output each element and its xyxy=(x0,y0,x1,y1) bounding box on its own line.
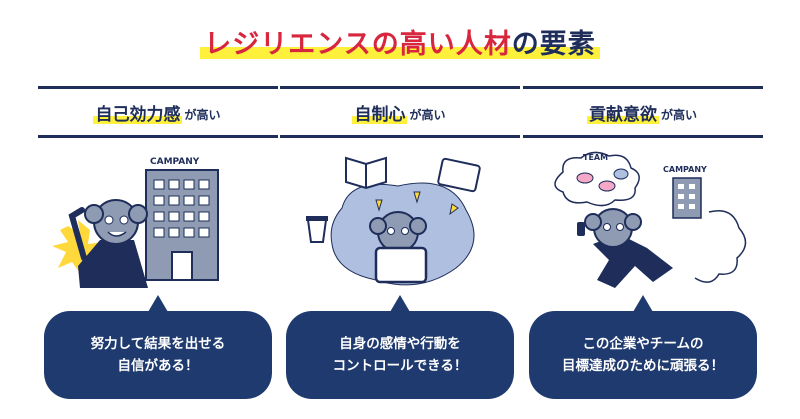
title-part-red: レジリエンスの高い人材 xyxy=(204,29,512,60)
title-highlight xyxy=(200,47,600,59)
heading-highlight xyxy=(93,115,183,124)
column-self-efficacy: 自己効力感 が高い CAMPANY xyxy=(38,86,278,416)
monitor-icon xyxy=(437,157,481,193)
title-part-navy: の要素 xyxy=(511,29,596,60)
heading-highlight xyxy=(586,115,659,124)
illustration-building-mascot: CAMPANY xyxy=(52,157,219,288)
page-title: レジリエンスの高い人材の要素 xyxy=(200,22,600,61)
coffee-cup-icon xyxy=(306,216,328,243)
heading-text: 自制心 xyxy=(354,104,406,125)
bubble-line-1: 努力して結果を出せる xyxy=(90,336,226,352)
speech-bubble: 努力して結果を出せる 自信がある！ xyxy=(44,295,272,399)
column-self-control: 自制心 が高い xyxy=(280,86,520,416)
column-heading: 貢献意欲 が高い xyxy=(523,86,763,138)
bubble-line-2: 目標達成のために頑張る！ xyxy=(562,358,724,374)
mascot-icon xyxy=(369,211,428,284)
column-contribution: 貢献意欲 が高い TEAM CAMPANY xyxy=(523,86,763,416)
building-sign: CAMPANY xyxy=(150,157,200,167)
thought-cloud xyxy=(554,151,640,207)
bubble-line-1: 自身の感情や行動を xyxy=(339,336,461,352)
column-heading: 自制心 が高い xyxy=(280,86,520,138)
heading-highlight xyxy=(352,115,408,124)
book-icon xyxy=(345,156,387,190)
bubble-line-2: 自信がある！ xyxy=(117,358,199,374)
heading-text: 自己効力感 xyxy=(95,104,181,125)
heading-main: 自己効力感 xyxy=(93,100,183,125)
dust-cloud xyxy=(694,210,747,283)
bubble-line-1: この企業やチームの xyxy=(582,336,704,352)
speech-bubble: 自身の感情や行動を コントロールできる！ xyxy=(286,295,514,399)
heading-suffix: が高い xyxy=(409,107,446,122)
column-heading: 自己効力感 が高い xyxy=(38,86,278,138)
heading-suffix: が高い xyxy=(184,107,221,122)
focus-arrows-icon xyxy=(375,191,459,216)
heading-suffix: が高い xyxy=(660,107,697,122)
heading-text: 貢献意欲 xyxy=(588,104,657,125)
title-area: レジリエンスの高い人材の要素 xyxy=(0,22,800,61)
phone-icon xyxy=(577,222,585,236)
building-sign: CAMPANY xyxy=(663,165,707,174)
building-icon xyxy=(145,169,219,281)
heading-main: 自制心 xyxy=(352,100,408,125)
illustration-focus-mascot xyxy=(306,156,481,286)
team-sign: TEAM xyxy=(583,153,608,162)
building-icon xyxy=(672,177,702,219)
mascot-icon xyxy=(68,199,148,288)
illustration-running-mascot: TEAM CAMPANY xyxy=(554,151,747,288)
speech-bubble: この企業やチームの 目標達成のために頑張る！ xyxy=(529,295,757,399)
bubble-line-2: コントロールできる！ xyxy=(332,358,468,374)
mascot-icon xyxy=(577,208,673,288)
heading-main: 貢献意欲 xyxy=(586,100,659,125)
candy-icon xyxy=(576,168,629,192)
laptop-icon xyxy=(374,246,428,284)
